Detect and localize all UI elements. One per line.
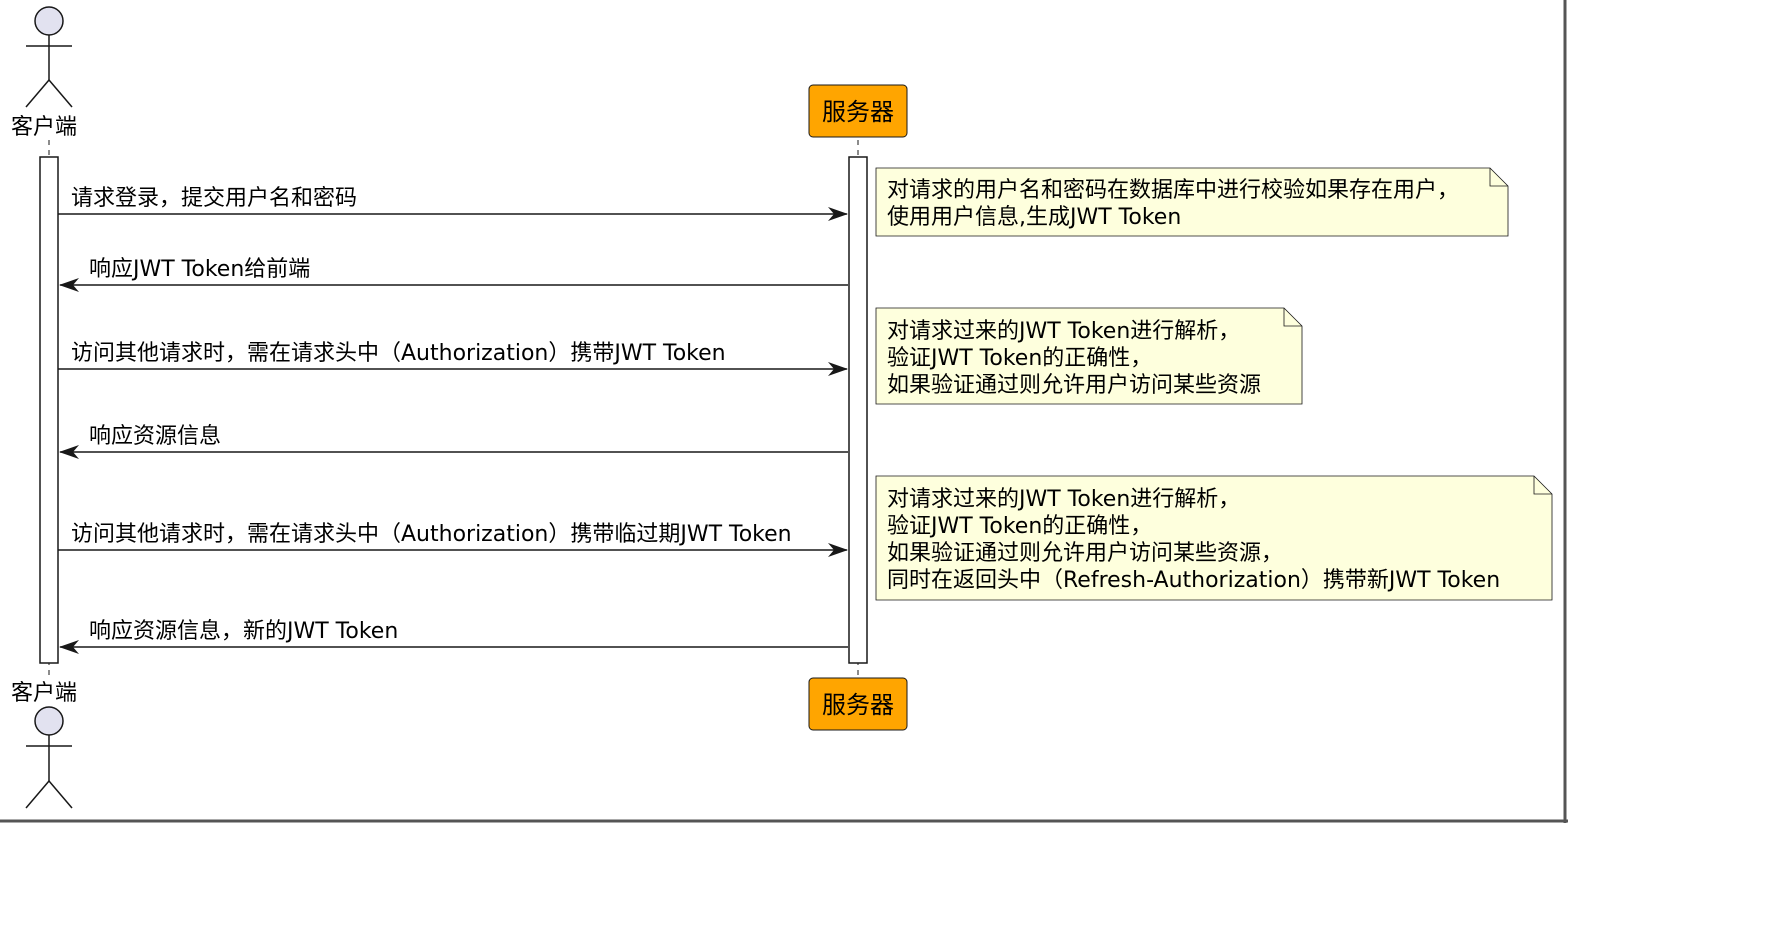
actor-head-icon xyxy=(34,706,64,736)
actor-head-icon xyxy=(34,6,64,36)
note-1-line-1: 对请求的用户名和密码在数据库中进行校验如果存在用户， xyxy=(887,178,1459,203)
client-actor-label-bottom: 客户端 xyxy=(11,681,77,706)
message-1-label: 请求登录，提交用户名和密码 xyxy=(71,186,357,211)
note-3-line-4: 同时在返回头中（Refresh-Authorization）携带新JWT Tok… xyxy=(887,568,1500,593)
server-participant-label-top: 服务器 xyxy=(822,98,894,126)
client-actor-bottom: 客户端 xyxy=(11,681,77,809)
note-2-line-2: 验证JWT Token的正确性， xyxy=(887,346,1152,371)
note-2-line-3: 如果验证通过则允许用户访问某些资源 xyxy=(887,373,1261,398)
server-participant-top: 服务器 xyxy=(808,84,908,138)
client-actor-top: 客户端 xyxy=(11,6,77,140)
sequence-diagram: 客户端 客户端 服务器 服务器 请求登录，提交用户名和密码 响应JWT Toke… xyxy=(0,0,1568,823)
message-3: 访问其他请求时，需在请求头中（Authorization）携带JWT Token xyxy=(58,341,848,376)
note-3-line-3: 如果验证通过则允许用户访问某些资源， xyxy=(887,541,1283,566)
server-participant-bottom: 服务器 xyxy=(808,677,908,731)
server-participant-label-bottom: 服务器 xyxy=(822,691,894,719)
message-6: 响应资源信息，新的JWT Token xyxy=(59,619,848,654)
client-activation-bar xyxy=(39,156,59,664)
message-5: 访问其他请求时，需在请求头中（Authorization）携带临过期JWT To… xyxy=(58,522,848,557)
note-3-line-1: 对请求过来的JWT Token进行解析， xyxy=(887,487,1240,512)
note-1: 对请求的用户名和密码在数据库中进行校验如果存在用户， 使用用户信息,生成JWT … xyxy=(875,167,1509,237)
note-1-line-2: 使用用户信息,生成JWT Token xyxy=(887,205,1181,230)
server-activation-bar xyxy=(848,156,868,664)
message-2-label: 响应JWT Token给前端 xyxy=(89,257,310,282)
client-actor-label-top: 客户端 xyxy=(11,115,77,140)
note-3: 对请求过来的JWT Token进行解析， 验证JWT Token的正确性， 如果… xyxy=(875,475,1553,601)
message-2: 响应JWT Token给前端 xyxy=(59,257,848,292)
message-4-label: 响应资源信息 xyxy=(89,424,221,449)
note-2: 对请求过来的JWT Token进行解析， 验证JWT Token的正确性， 如果… xyxy=(875,307,1303,405)
message-3-label: 访问其他请求时，需在请求头中（Authorization）携带JWT Token xyxy=(71,341,726,366)
message-6-label: 响应资源信息，新的JWT Token xyxy=(89,619,398,644)
message-1: 请求登录，提交用户名和密码 xyxy=(58,186,848,221)
note-2-line-1: 对请求过来的JWT Token进行解析， xyxy=(887,319,1240,344)
note-3-line-2: 验证JWT Token的正确性， xyxy=(887,514,1152,539)
message-5-label: 访问其他请求时，需在请求头中（Authorization）携带临过期JWT To… xyxy=(71,522,792,547)
message-4: 响应资源信息 xyxy=(59,424,848,459)
